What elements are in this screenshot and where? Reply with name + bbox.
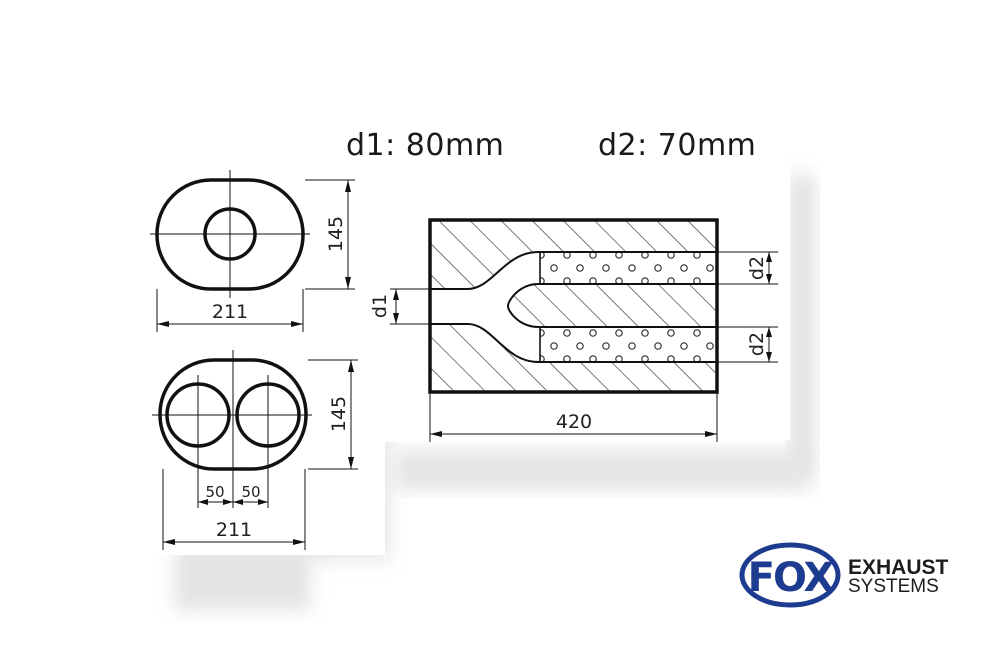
fox-logo-wordmark: FOX (748, 555, 835, 601)
inlet-diameter-label: d1 (369, 294, 391, 318)
single-width-label: 211 (212, 301, 248, 323)
dual-outlet-end-view (152, 350, 358, 550)
outlet-top-diameter-label: d2 (746, 256, 768, 280)
dual-offset-left-label: 50 (205, 483, 224, 501)
length-label: 420 (556, 411, 592, 433)
dual-height-label: 145 (328, 396, 350, 432)
logo-line-exhaust: EXHAUST (848, 556, 949, 579)
d1-spec-label: d1: 80mm (346, 128, 505, 163)
single-outlet-end-view (150, 170, 355, 332)
d2-spec-label: d2: 70mm (598, 128, 757, 163)
outlet-bottom-diameter-label: d2 (746, 332, 768, 356)
logo-line-systems: SYSTEMS (848, 576, 939, 597)
dual-width-label: 211 (216, 519, 252, 541)
dual-offset-right-label: 50 (241, 483, 260, 501)
fox-logo-mark: FOX (739, 542, 841, 608)
single-height-label: 145 (325, 216, 347, 252)
lower-perforated-tube (540, 327, 717, 362)
side-section-view (390, 218, 778, 442)
upper-perforated-tube (540, 252, 717, 284)
